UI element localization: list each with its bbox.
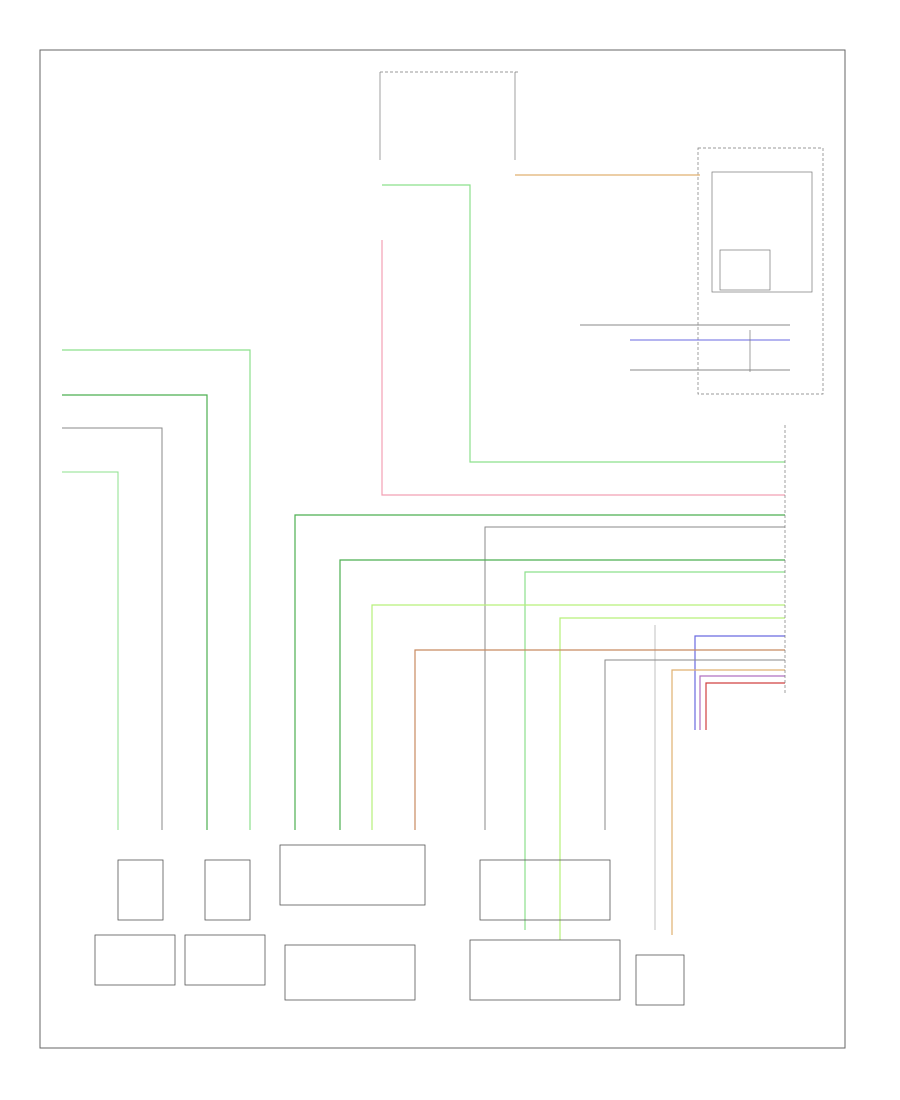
wire-green-left-1 [62,349,251,830]
wire-violet-12 [699,675,785,730]
cluster-warning-lamp-box [719,249,771,291]
diagram-frame [39,49,846,1049]
wire-green-3 [339,559,785,830]
instrument-cluster-box [697,147,824,395]
wire-lightgreen-5 [371,604,785,830]
wire-gray-left-3 [62,427,163,830]
group-box-2 [184,934,266,986]
sensor-box-4 [479,859,611,921]
group-box-1 [94,934,176,986]
wire-orange-11 [671,669,785,935]
sensor-box-2 [204,859,251,921]
wire-lightgreen-6 [559,617,785,940]
group-box-4 [469,939,621,1001]
wire-darkgreen-1 [294,514,785,830]
sensor-box-3 [279,844,426,906]
group-box-5 [635,954,685,1006]
wire-green-left-4 [62,471,119,830]
group-box-3 [284,944,416,1001]
cluster-inner-box [711,171,813,293]
wire-gray-10 [604,659,785,830]
wire-green-top [382,184,785,463]
wire-red-13 [705,682,785,730]
wire-green-4 [524,571,785,930]
wire-brown-9 [414,649,785,830]
wire-blue-8 [694,635,785,730]
wire-darkgreen-left-2 [62,394,208,830]
wire-gray-2 [484,526,785,830]
wire-pink-trunk [381,240,785,496]
sensor-box-1 [117,859,164,921]
